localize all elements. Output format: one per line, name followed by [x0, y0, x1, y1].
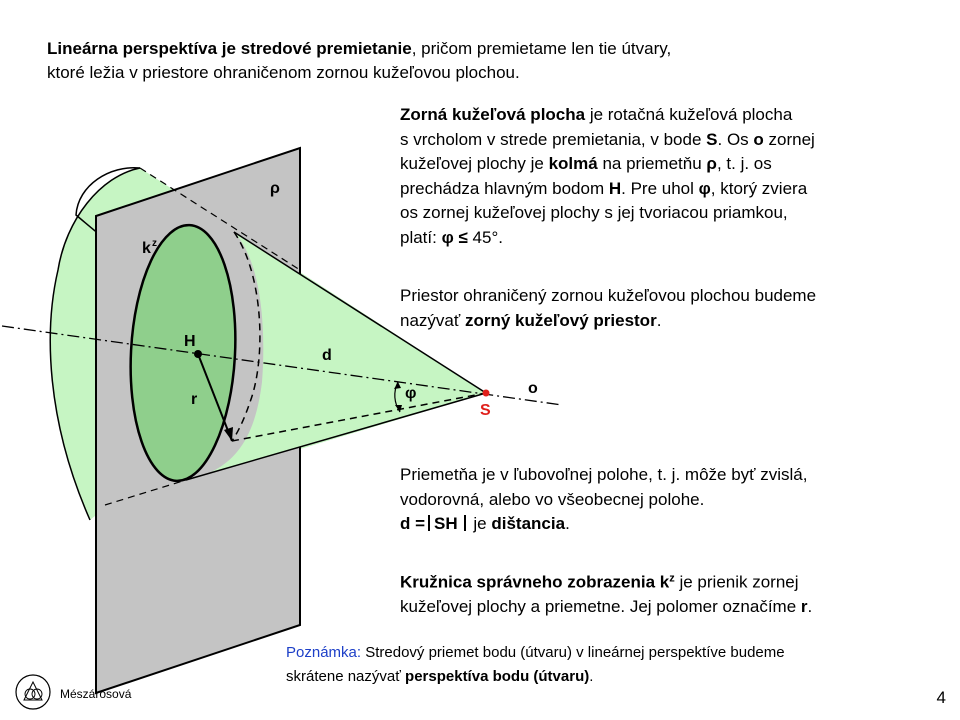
p1-text: , ktorý zviera [710, 178, 808, 198]
note-text: skrátene nazývať [286, 668, 406, 685]
p4-sup-z: z [669, 572, 675, 584]
p1-text: kužeľovej plochy je [400, 154, 549, 173]
cone-front-surface [186, 232, 486, 480]
p1-text: , t. j. os [716, 154, 772, 173]
p3-text: je [468, 514, 492, 533]
note-label: Poznámka: [286, 644, 362, 661]
page-number: 4 [936, 688, 946, 707]
note-text: . [589, 668, 594, 685]
label-d: d [322, 347, 332, 364]
p1-phi-condition: φ ≤ [441, 227, 468, 247]
angle-arrow-top [394, 382, 401, 389]
point-s [482, 389, 490, 397]
p1-text: je rotačná kužeľová plocha [585, 105, 793, 124]
p4-text: . [807, 597, 813, 617]
label-s: S [480, 402, 491, 419]
p1-text: platí: [400, 227, 442, 247]
point-h [194, 350, 202, 358]
p3-d-equals: d = [400, 514, 426, 533]
p3-line-1: Priemetňa je v ľubovoľnej polohe, t. j. … [400, 465, 808, 484]
label-k-sup: z [152, 238, 157, 249]
label-r: r [191, 391, 197, 408]
p3-sh: SH [434, 514, 458, 533]
p1-text: 45°. [467, 227, 503, 247]
p1-axis-o: o [753, 129, 764, 149]
generator-extension-upper [139, 167, 301, 271]
p1-line-1: Zorná kužeľová plocha je rotačná kužeľov… [400, 103, 930, 128]
p2-line-2: nazývať zorný kužeľový priestor. [400, 309, 930, 334]
paragraph-cone-definition: Zorná kužeľová plocha je rotačná kužeľov… [400, 103, 930, 250]
intro-rest: , pričom premietame len tie útvary, [411, 39, 672, 58]
p4-text: je prienik zornej [674, 572, 799, 592]
abs-bar-left [428, 515, 431, 531]
note-box: Poznámka: Stredový priemet bodu (útvaru)… [286, 641, 926, 689]
paragraph-circle: Kružnica správneho zobrazenia kz je prie… [400, 566, 930, 620]
p1-line-2: s vrcholom v strede premietania, v bode … [400, 128, 930, 153]
p1-line-5: os zornej kužeľovej plochy s jej tvoriac… [400, 203, 788, 222]
cone-back-outline [49, 167, 141, 521]
p3-line-2: vodorovná, alebo vo všeobecnej polohe. [400, 489, 705, 509]
paragraph-plane-position: Priemetňa je v ľubovoľnej polohe, t. j. … [400, 463, 930, 537]
author-logo-icon [15, 674, 51, 710]
p4-term: Kružnica správneho zobrazenia k [400, 572, 670, 592]
p1-term-cone: Zorná kužeľová plocha [400, 105, 586, 124]
radius-arrowhead [224, 427, 233, 441]
cone-generator-bottom [185, 392, 487, 481]
label-o: o [528, 380, 538, 397]
note-text: Stredový priemet bodu (útvaru) v lineárn… [361, 644, 785, 661]
p3-term-distance: dištancia [491, 514, 566, 533]
p2-term: zorný kužeľový priestor [464, 310, 657, 330]
p1-text: . Pre uhol [621, 178, 699, 198]
label-h: H [184, 333, 196, 350]
angle-arrow-bottom [395, 405, 402, 412]
intro-line-2: ktoré ležia v priestore ohraničenom zorn… [47, 63, 520, 82]
p1-text: prechádza hlavným bodom [400, 178, 609, 198]
circle-kz [129, 223, 237, 483]
note-line-2: skrátene nazývať perspektíva bodu (útvar… [286, 665, 926, 689]
footer-author: Mészárosová [60, 687, 132, 701]
p4-line-1: Kružnica správneho zobrazenia kz je prie… [400, 566, 930, 595]
label-phi: φ [405, 385, 416, 402]
circle-hidden-arc [231, 231, 261, 442]
p4-line-2: kužeľovej plochy a priemetne. Jej polome… [400, 595, 930, 620]
intro-bold: Lineárna perspektíva je stredové premiet… [47, 39, 412, 58]
label-k: k [142, 240, 151, 257]
p1-line-4: prechádza hlavným bodom H. Pre uhol φ, k… [400, 177, 930, 202]
p1-point-s: S [706, 129, 718, 149]
generator-extension-lower [104, 479, 187, 506]
p1-rho: ρ [706, 154, 717, 173]
p2-text: nazývať [400, 310, 465, 330]
p1-text: na priemetňu [597, 154, 707, 173]
p2-line-1: Priestor ohraničený zornou kužeľovou plo… [400, 286, 817, 305]
abs-bar-right [463, 515, 466, 531]
p3-line-3: d = SH je dištancia. [400, 512, 930, 537]
p1-line-6: platí: φ ≤ 45°. [400, 226, 930, 251]
intro-line-1: Lineárna perspektíva je stredové premiet… [47, 37, 671, 61]
p1-text: . Os [717, 129, 754, 149]
axis-o [1, 325, 563, 406]
p1-text: zornej [763, 129, 815, 149]
paragraph-cone-space: Priestor ohraničený zornou kužeľovou plo… [400, 284, 930, 333]
p1-term-perpendicular: kolmá [548, 154, 598, 173]
p2-text: . [656, 310, 662, 330]
p3-text: . [565, 514, 570, 533]
p4-radius-r: r [800, 597, 808, 617]
note-line-1: Poznámka: Stredový priemet bodu (útvaru)… [286, 641, 926, 665]
p1-point-h: H [608, 178, 622, 198]
p1-line-3: kužeľovej plochy je kolmá na priemetňu ρ… [400, 152, 930, 177]
p1-phi: φ [698, 178, 711, 198]
label-rho: ρ [270, 180, 280, 197]
p4-text: kužeľovej plochy a priemetne. Jej polome… [400, 597, 801, 617]
radius-line [197, 353, 233, 442]
cone-generator-top [233, 231, 487, 394]
p1-text: s vrcholom v strede premietania, v bode [400, 129, 707, 149]
note-term: perspektíva bodu (útvaru) [405, 668, 590, 685]
